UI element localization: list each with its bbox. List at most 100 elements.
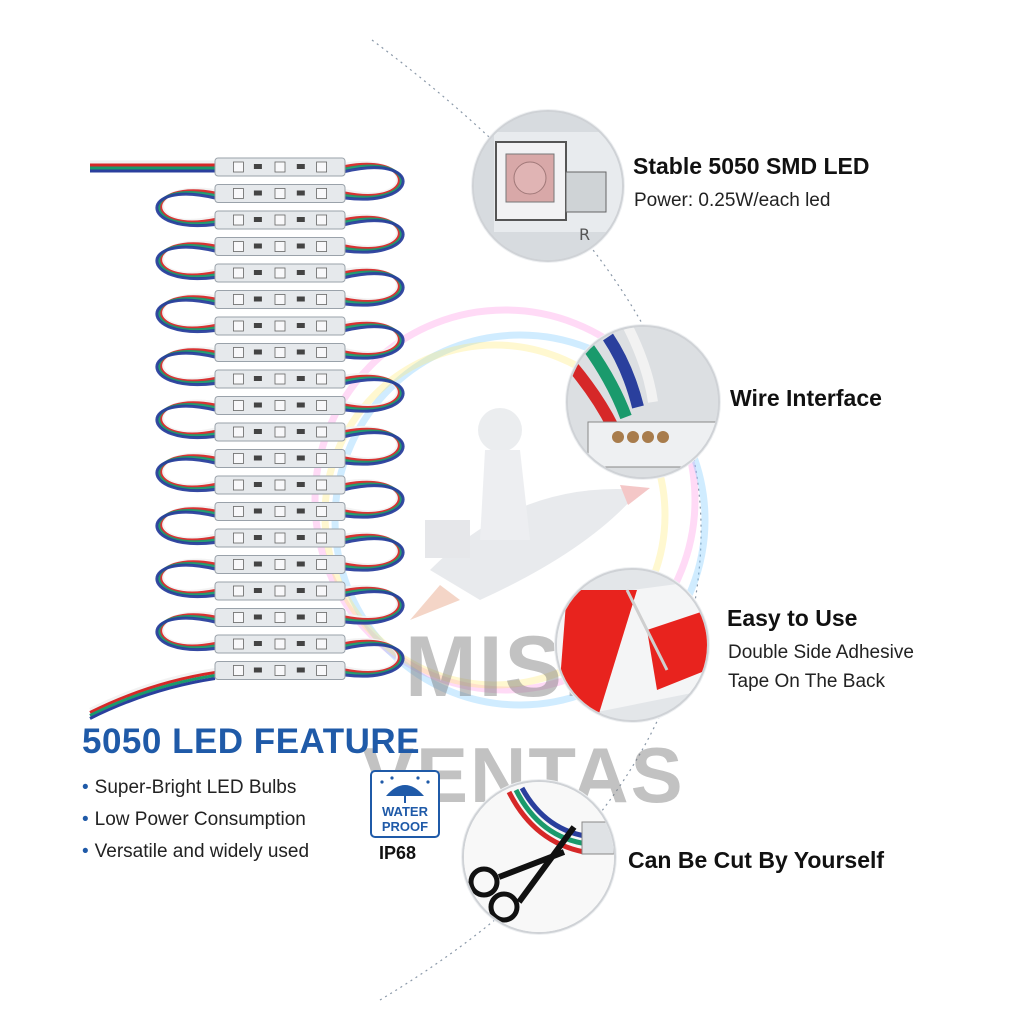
led-chip [274, 161, 286, 173]
wire-loop [344, 272, 405, 307]
wire-loop [344, 586, 401, 621]
feature-title-easy: Easy to Use [727, 605, 858, 631]
led-chip [316, 638, 328, 650]
wire-loop [161, 505, 216, 540]
adhesive-tape-closeup [555, 568, 709, 722]
resistor [296, 641, 305, 646]
resistor [253, 641, 262, 646]
led-chip [274, 453, 286, 464]
led-chip [232, 373, 244, 385]
wire-loop [344, 374, 401, 409]
svg-text:R: R [579, 225, 590, 244]
wire-loop [344, 643, 405, 678]
led-chip [316, 400, 328, 411]
wire [89, 668, 216, 711]
feature-bullet: •Low Power Consumption [82, 809, 306, 831]
led-chip [232, 585, 244, 597]
wire-loop [161, 452, 216, 487]
resistor [296, 190, 305, 196]
bullet-text: Low Power Consumption [94, 809, 306, 830]
resistor [253, 561, 262, 567]
led-chip [274, 585, 286, 597]
wire-loop [161, 240, 216, 275]
wire-loop [344, 484, 405, 519]
bullet-dot: • [82, 809, 89, 830]
wire-loop [159, 189, 216, 224]
wire-loop [344, 638, 399, 673]
wire-loop [155, 351, 216, 387]
resistor [253, 376, 262, 381]
resistor [296, 455, 305, 461]
wire-loop [157, 297, 216, 332]
wire-loop [161, 187, 216, 222]
resistor [253, 190, 262, 196]
led-chip [274, 267, 286, 279]
feature-title-smd: Stable 5050 SMD LED [633, 153, 870, 179]
wire-loop [344, 588, 403, 623]
resistor [296, 429, 305, 434]
led-chip [232, 453, 244, 464]
led-chip [232, 506, 244, 517]
wire-loop [344, 431, 405, 466]
resistor [253, 588, 262, 593]
wire-loop [161, 399, 216, 434]
wire-loop [157, 244, 216, 279]
wire-loop [157, 403, 216, 438]
resistor [296, 164, 305, 169]
feature-title-wire: Wire Interface [730, 385, 882, 411]
wire-loop [344, 219, 405, 254]
wire-loop [157, 350, 216, 385]
wire-loop [155, 245, 216, 281]
resistor [253, 270, 262, 275]
led-chip [232, 400, 244, 411]
led-chip [316, 214, 328, 226]
led-chip [274, 612, 286, 623]
wire-loop [344, 217, 403, 252]
led-chip [232, 161, 244, 173]
led-chip [232, 320, 244, 332]
wire-loop [157, 562, 216, 597]
led-chip [316, 426, 328, 438]
resistor [253, 667, 262, 673]
wire-loop [344, 590, 405, 625]
led-chip [316, 294, 328, 305]
resistor [253, 535, 262, 540]
led-chip [274, 320, 286, 332]
led-chip [316, 612, 328, 623]
wire-loop [344, 537, 405, 572]
wire-loop [155, 616, 216, 652]
wire-loop [344, 585, 399, 620]
wire-loop [155, 510, 216, 546]
led-chip [232, 188, 244, 199]
wire-loop [344, 214, 399, 249]
wire-loop [161, 558, 216, 593]
wire-loop [159, 295, 216, 330]
wire-loop [161, 346, 216, 381]
led-chip [274, 373, 286, 385]
led-chip [274, 559, 286, 570]
led-chip [274, 241, 286, 252]
wire-loop [344, 427, 401, 462]
resistor [253, 455, 262, 461]
wire-loop [344, 376, 403, 411]
wire-loop [155, 404, 216, 440]
badge-line1: WATER [382, 804, 429, 819]
bullet-dot: • [82, 841, 89, 862]
resistor [296, 296, 305, 302]
led-chip [316, 532, 328, 544]
wire-loop [157, 456, 216, 491]
wire-loop [344, 162, 401, 197]
resistor [296, 667, 305, 673]
resistor [253, 296, 262, 302]
wire-loop [344, 166, 405, 201]
resistor [296, 588, 305, 593]
led-module-strip [89, 157, 405, 720]
wire-loop [344, 215, 401, 250]
watermark-rings [311, 306, 709, 709]
led-chip [316, 320, 328, 332]
wire-loop [344, 268, 401, 303]
wire-loop [155, 192, 216, 228]
wire-loop [344, 323, 403, 358]
resistor [253, 164, 262, 169]
resistor [296, 217, 305, 222]
